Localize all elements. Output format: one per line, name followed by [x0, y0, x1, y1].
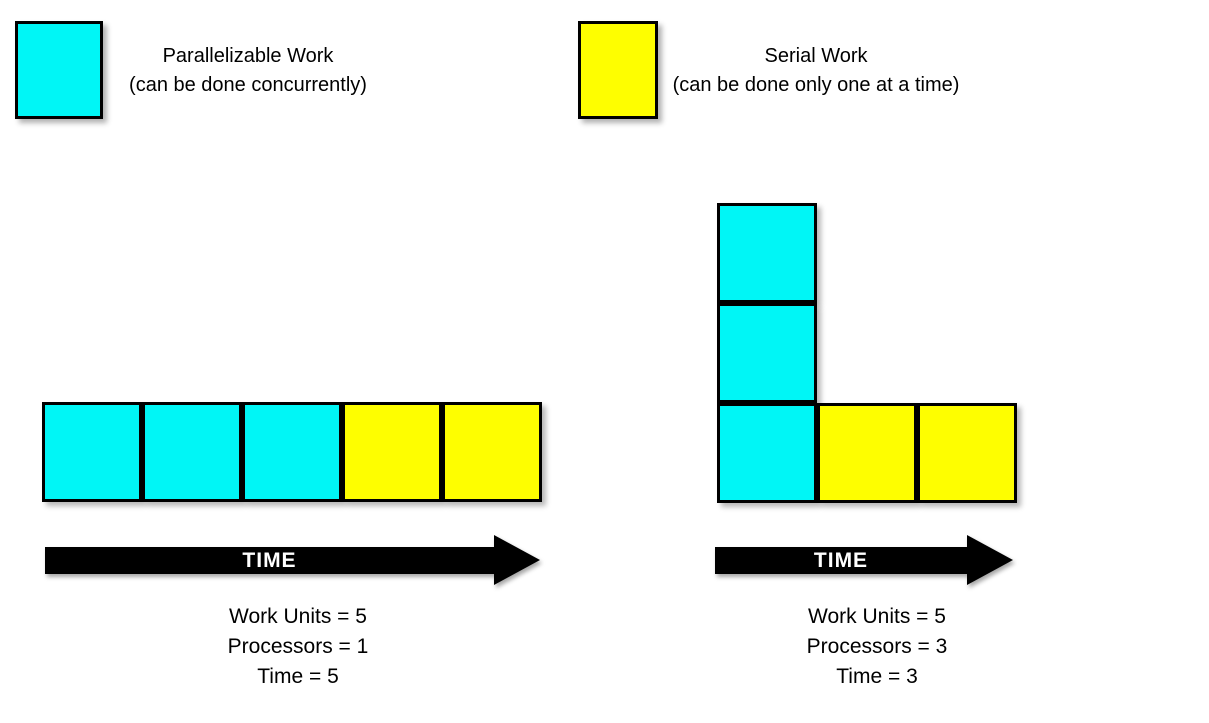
serial-work-block: [917, 403, 1017, 503]
one-processor-stats: Work Units = 5 Processors = 1 Time = 5: [148, 602, 448, 692]
serial-work-legend-subtitle: (can be done only one at a time): [672, 74, 960, 96]
arrowhead-icon: [967, 535, 1013, 585]
parallel-work-legend-subtitle: (can be done concurrently): [129, 74, 367, 96]
parallel-work-legend-label: Parallelizable Work (can be done concurr…: [98, 42, 398, 100]
parallel-work-block: [142, 402, 242, 502]
parallel-work-block: [717, 403, 817, 503]
work-units-stat: Work Units = 5: [808, 605, 946, 628]
parallel-work-block: [242, 402, 342, 502]
parallel-work-legend-title: Parallelizable Work: [162, 45, 334, 67]
time-arrow-shaft: TIME: [715, 546, 967, 574]
parallel-work-block: [717, 303, 817, 403]
three-processor-block-column: [717, 203, 817, 503]
processors-stat: Processors = 3: [806, 635, 948, 658]
time-stat: Time = 5: [257, 665, 339, 688]
time-arrow: TIME: [715, 535, 1013, 585]
serial-work-legend-label: Serial Work (can be done only one at a t…: [666, 42, 966, 100]
serial-work-block: [442, 402, 542, 502]
time-arrow-label: TIME: [242, 548, 297, 572]
serial-work-block: [342, 402, 442, 502]
work-units-stat: Work Units = 5: [229, 605, 367, 628]
time-arrow-label: TIME: [813, 548, 869, 572]
three-processor-block-row: [817, 403, 1017, 503]
serial-work-block: [817, 403, 917, 503]
serial-work-legend-title: Serial Work: [764, 45, 868, 67]
parallel-work-block: [42, 402, 142, 502]
parallel-work-block: [717, 203, 817, 303]
time-stat: Time = 3: [836, 665, 918, 688]
arrowhead-icon: [494, 535, 540, 585]
parallel-work-swatch: [15, 21, 103, 119]
serial-work-swatch: [578, 21, 658, 119]
three-processor-stats: Work Units = 5 Processors = 3 Time = 3: [727, 602, 1027, 692]
time-arrow: TIME: [45, 535, 540, 585]
processors-stat: Processors = 1: [227, 635, 369, 658]
time-arrow-shaft: TIME: [45, 546, 494, 574]
one-processor-block-row: [42, 402, 542, 502]
